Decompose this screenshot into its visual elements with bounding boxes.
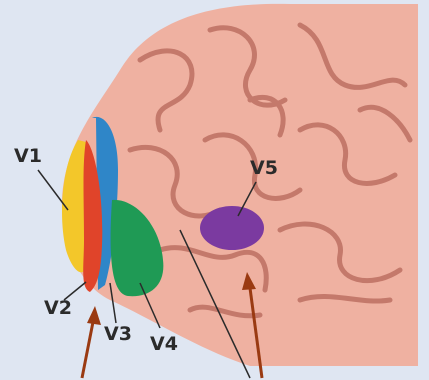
label-v3: V3	[104, 323, 132, 345]
area-v5	[200, 206, 264, 250]
label-v4: V4	[150, 333, 178, 355]
label-v2: V2	[44, 297, 72, 319]
label-v5: V5	[250, 157, 278, 179]
label-v1: V1	[14, 145, 42, 167]
